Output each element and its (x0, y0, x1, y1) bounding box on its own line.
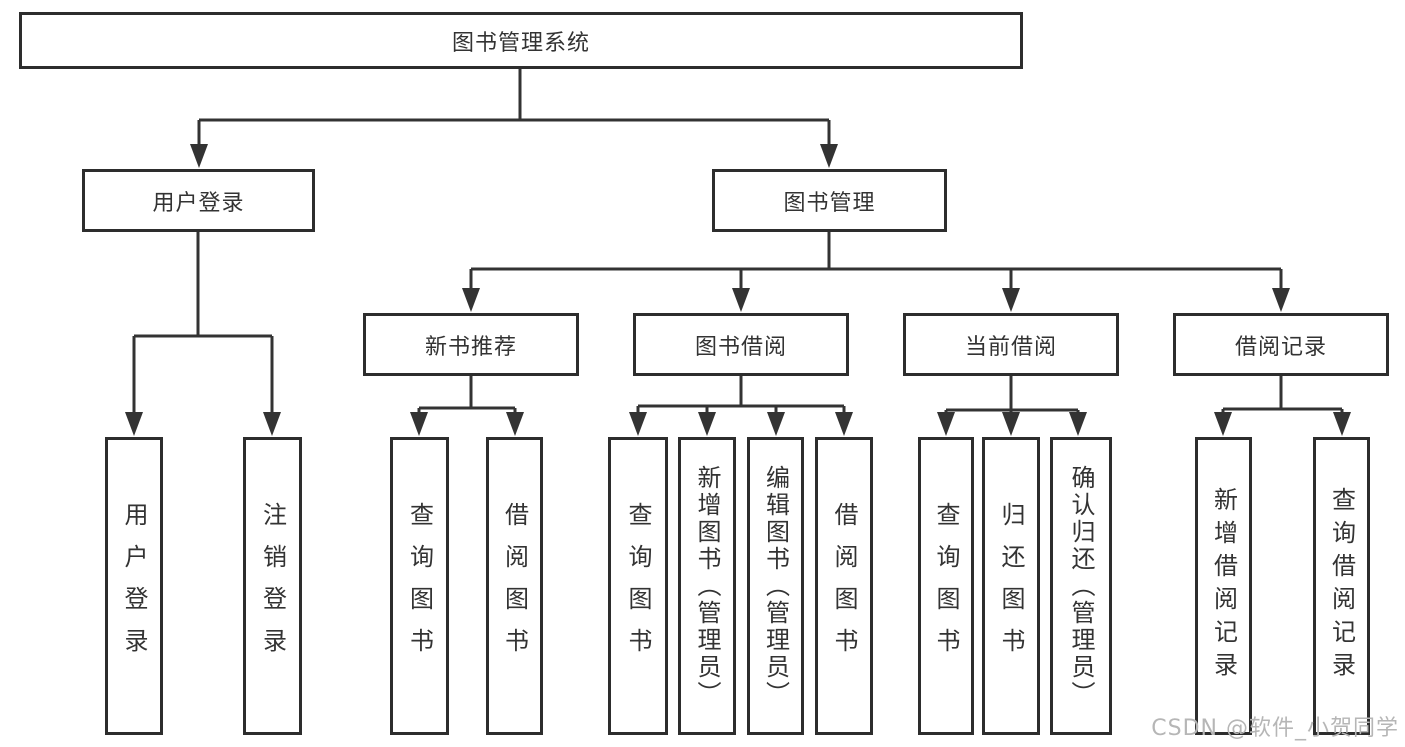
node-book-borrow: 图书借阅 (633, 313, 849, 376)
leaf-cb-confirm-return-admin: 确认归还（管理员） (1050, 437, 1112, 735)
leaf-nbr-query-books: 查询图书 (390, 437, 449, 735)
node-user-login-label: 用户登录 (152, 190, 245, 216)
leaf-logout-label: 注销登录 (258, 502, 287, 670)
leaf-bb-add-books-admin-label: 新增图书（管理员） (693, 464, 721, 708)
node-user-login: 用户登录 (82, 169, 315, 232)
leaf-cb-confirm-return-admin-label: 确认归还（管理员） (1067, 464, 1095, 708)
leaf-nbr-query-books-label: 查询图书 (405, 502, 434, 670)
node-borrow-record-label: 借阅记录 (1234, 334, 1327, 360)
node-new-book-recommend-label: 新书推荐 (424, 334, 517, 360)
leaf-br-query-record: 查询借阅记录 (1313, 437, 1370, 735)
leaf-bb-edit-books-admin-label: 编辑图书（管理员） (761, 464, 790, 708)
arrowheads (125, 144, 1351, 436)
node-current-borrow-label: 当前借阅 (964, 334, 1057, 360)
leaf-user-login-label: 用户登录 (120, 502, 148, 670)
node-borrow-record: 借阅记录 (1173, 313, 1389, 376)
node-new-book-recommend: 新书推荐 (363, 313, 579, 376)
leaf-cb-return-books-label: 归还图书 (997, 502, 1025, 670)
node-root: 图书管理系统 (19, 12, 1023, 69)
leaf-br-add-record-label: 新增借阅记录 (1209, 487, 1238, 685)
leaf-bb-query-books-label: 查询图书 (624, 502, 652, 670)
node-book-management: 图书管理 (712, 169, 947, 232)
leaf-bb-add-books-admin: 新增图书（管理员） (678, 437, 736, 735)
leaf-bb-query-books: 查询图书 (608, 437, 668, 735)
leaf-nbr-borrow-books-label: 借阅图书 (500, 502, 529, 670)
leaf-cb-query-books: 查询图书 (918, 437, 974, 735)
leaf-bb-borrow-books-label: 借阅图书 (830, 502, 858, 670)
leaf-bb-borrow-books: 借阅图书 (815, 437, 873, 735)
node-book-borrow-label: 图书借阅 (694, 334, 787, 360)
leaf-cb-return-books: 归还图书 (982, 437, 1040, 735)
leaf-cb-query-books-label: 查询图书 (932, 502, 960, 670)
node-current-borrow: 当前借阅 (903, 313, 1119, 376)
leaf-br-add-record: 新增借阅记录 (1195, 437, 1252, 735)
watermark-text: CSDN @软件_小贺同学 (1151, 716, 1399, 741)
leaf-br-query-record-label: 查询借阅记录 (1327, 487, 1356, 685)
leaf-user-login: 用户登录 (105, 437, 163, 735)
leaf-nbr-borrow-books: 借阅图书 (486, 437, 543, 735)
node-root-label: 图书管理系统 (451, 30, 590, 56)
node-book-management-label: 图书管理 (783, 190, 876, 216)
leaf-bb-edit-books-admin: 编辑图书（管理员） (747, 437, 804, 735)
leaf-logout: 注销登录 (243, 437, 302, 735)
